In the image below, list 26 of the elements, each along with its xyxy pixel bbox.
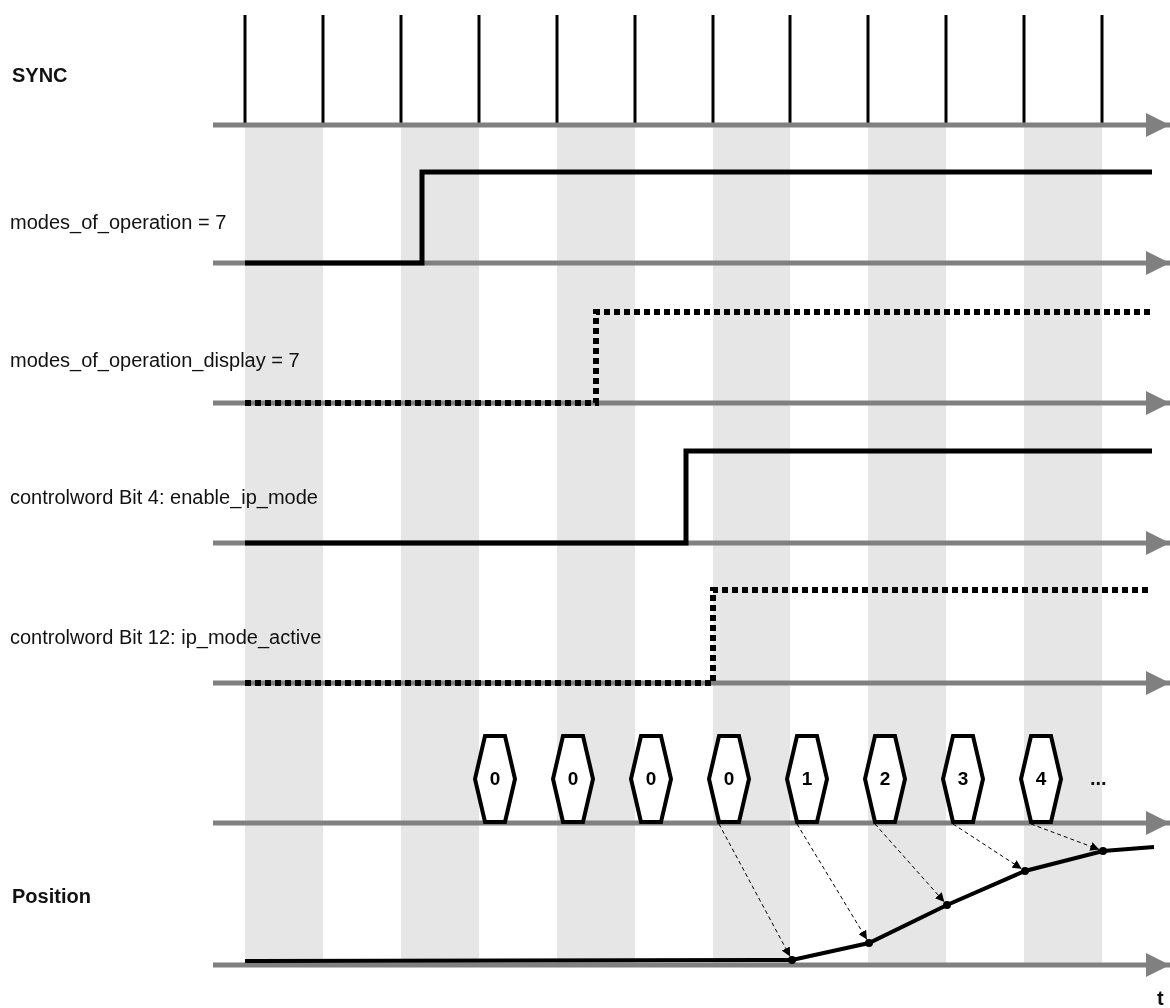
position-point xyxy=(1099,847,1107,855)
signal-label: SYNC xyxy=(12,65,68,85)
signal-label: controlword Bit 12: ip_mode_active xyxy=(10,627,322,647)
dashed-arrow xyxy=(874,823,945,903)
position-point xyxy=(943,901,951,909)
signal-label: t xyxy=(1157,988,1164,1008)
value-hexagon: 0 xyxy=(707,734,751,824)
signal-label: controlword Bit 4: enable_ip_mode xyxy=(10,487,318,507)
dashed-arrow xyxy=(718,823,791,957)
position-point xyxy=(865,939,873,947)
position-point xyxy=(1021,867,1029,875)
dashed-arrow xyxy=(1030,823,1100,851)
dashed-arrow xyxy=(796,823,868,941)
dashed-arrow xyxy=(952,823,1023,870)
value-hexagon: 1 xyxy=(785,734,829,824)
signal-label: modes_of_operation = 7 xyxy=(10,212,227,232)
value-hexagon: 2 xyxy=(863,734,907,824)
signal-label: modes_of_operation_display = 7 xyxy=(10,350,300,370)
signal-label: Position xyxy=(12,886,91,906)
position-point xyxy=(788,956,796,964)
ellipsis: ... xyxy=(1090,768,1107,788)
value-hexagon: 4 xyxy=(1019,734,1063,824)
value-hexagon: 0 xyxy=(473,734,517,824)
value-hexagon: 0 xyxy=(551,734,595,824)
value-hexagon: 0 xyxy=(629,734,673,824)
value-hexagon: 3 xyxy=(941,734,985,824)
